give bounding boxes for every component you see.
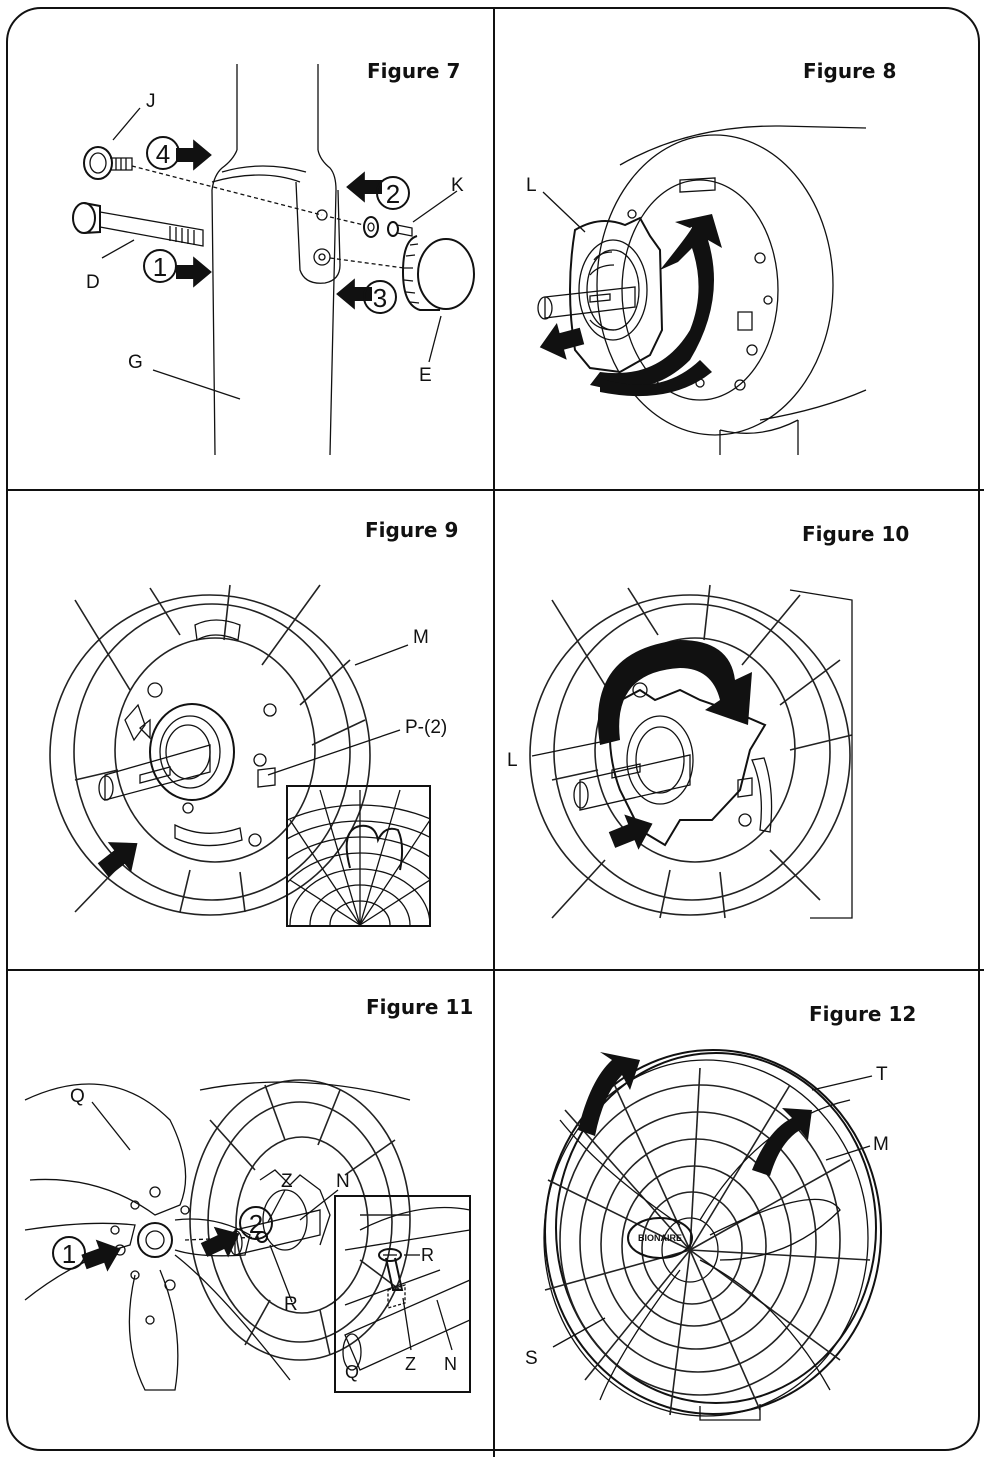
assembled-fan: BIONAIRE [543,1049,882,1421]
pole-illustration [211,64,341,456]
figure-9-title: Figure 9 [365,518,458,542]
label-j: J [146,91,156,112]
arrow-step-2 [346,171,382,203]
svg-text:1: 1 [62,1239,76,1269]
label-t: T [876,1064,888,1085]
figure-8-panel: Figure 8 L [526,59,896,455]
arrow-pull [534,317,587,366]
figure-9-panel: Figure 9 [49,518,458,927]
svg-text:2: 2 [249,1209,263,1239]
nut-l [569,216,664,374]
label-d: D [86,272,100,293]
brand-logo: BIONAIRE [638,1233,682,1243]
svg-text:2: 2 [386,179,400,209]
label-q-inset: Q [345,1362,359,1382]
fan-blade-q [24,1083,291,1391]
step-badge-4: 4 [146,136,180,170]
bolt-d [72,202,204,247]
fan-guard-fig11 [189,1079,471,1361]
label-e: E [419,365,432,386]
inset-screw-detail: R Q Z N [334,1195,471,1393]
svg-text:4: 4 [156,139,170,169]
figure-10-title: Figure 10 [802,522,909,546]
label-s: S [525,1348,538,1369]
step-badge-1: 1 [143,249,177,283]
label-z-fig11: Z [281,1171,293,1192]
label-m-fig9: M [413,627,429,648]
fan-guard-fig10 [529,584,853,919]
figure-11-panel: Figure 11 [24,995,473,1393]
arrow-rotate-ring [578,1052,640,1136]
figure-7-panel: Figure 7 [72,59,475,456]
screw-k [329,216,413,238]
knob-e [329,235,475,311]
label-l-fig8: L [526,175,537,196]
figure-10-panel: Figure 10 [507,522,909,919]
label-k: K [451,175,464,196]
figure-12-panel: Figure 12 [525,1002,916,1421]
arrow-rotate-fig10 [597,640,752,745]
arrow-step-4 [176,139,212,171]
figure-12-title: Figure 12 [809,1002,916,1026]
arrow-push-fig9 [91,828,150,885]
label-r-inset: R [421,1245,434,1265]
figure-11-title: Figure 11 [366,995,473,1019]
label-n-inset: N [444,1354,457,1374]
label-r-fig11: R [284,1294,298,1315]
arrow-rotate-guard [752,1108,812,1176]
step-badge-3: 3 [363,280,397,314]
figure-7-title: Figure 7 [367,59,460,83]
label-g: G [128,352,143,373]
arrow-step-1 [176,256,212,288]
knob-j [83,146,323,216]
figure-8-title: Figure 8 [803,59,896,83]
label-n-fig11: N [336,1171,350,1192]
label-z-inset: Z [405,1354,416,1374]
arrow-rotate [590,214,722,390]
label-p: P-(2) [405,717,447,738]
inset-grill-detail [286,785,431,927]
label-q-fig11: Q [70,1086,85,1107]
step-badge-2-fig11: 2 [239,1206,273,1240]
step-badge-2: 2 [376,176,410,210]
label-m-fig12: M [873,1134,889,1155]
svg-text:1: 1 [153,252,167,282]
label-l-fig10: L [507,750,518,771]
fan-guard-m [49,584,371,916]
step-badge-1-fig11: 1 [52,1236,86,1270]
svg-text:3: 3 [373,283,387,313]
